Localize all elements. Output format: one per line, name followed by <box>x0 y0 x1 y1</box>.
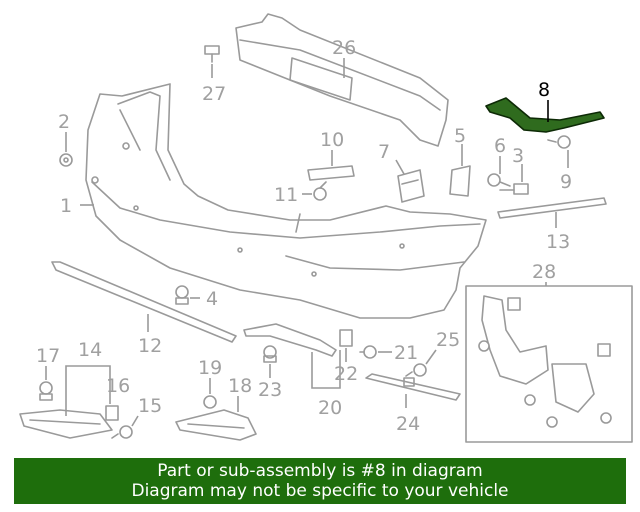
part-4-clip[interactable] <box>175 285 189 305</box>
part-3-bolt[interactable] <box>499 183 529 195</box>
info-banner: Part or sub-assembly is #8 in diagram Di… <box>14 458 626 504</box>
callout-1: 1 <box>60 195 72 217</box>
callout-27: 27 <box>202 83 226 105</box>
part-15-screw[interactable] <box>111 425 133 439</box>
callout-24: 24 <box>396 413 420 435</box>
part-8-bumper-bracket-highlighted[interactable] <box>485 97 605 133</box>
part-21-screw[interactable] <box>359 345 377 359</box>
callout-4: 4 <box>206 288 218 310</box>
callout-16: 16 <box>106 375 130 397</box>
part-10-bracket[interactable] <box>307 165 355 181</box>
part-12-lower-molding[interactable] <box>51 261 237 343</box>
callout-28: 28 <box>532 261 556 283</box>
callout-18: 18 <box>228 375 252 397</box>
part-9-screw[interactable] <box>547 135 571 149</box>
callout-21: 21 <box>394 342 418 364</box>
callout-22: 22 <box>334 363 358 385</box>
part-1-rear-bumper-cover[interactable] <box>85 83 487 319</box>
part-23-clip[interactable] <box>263 345 277 363</box>
banner-line-2: Diagram may not be specific to your vehi… <box>131 481 509 501</box>
part-25-screw[interactable] <box>405 363 427 377</box>
callout-9: 9 <box>560 171 572 193</box>
part-5-bracket[interactable] <box>449 165 471 197</box>
part-28-mudguard-set[interactable] <box>465 285 633 443</box>
part-22-clip[interactable] <box>339 329 353 347</box>
callout-5: 5 <box>454 125 466 147</box>
callout-17: 17 <box>36 345 60 367</box>
callout-25: 25 <box>436 329 460 351</box>
callout-26: 26 <box>332 37 356 59</box>
part-26-reinforcement-beam[interactable] <box>235 13 449 147</box>
callout-19: 19 <box>198 357 222 379</box>
part-6-bolt[interactable] <box>487 173 511 187</box>
part-11-screw[interactable] <box>313 181 327 201</box>
part-19-screw[interactable] <box>203 395 217 409</box>
part-20-bracket[interactable] <box>243 323 337 357</box>
callout-12: 12 <box>138 335 162 357</box>
part-13-garnish[interactable] <box>497 197 607 219</box>
callout-3: 3 <box>512 145 524 167</box>
callout-7: 7 <box>378 141 390 163</box>
part-2-push-clip[interactable] <box>59 153 73 167</box>
callout-8: 8 <box>538 79 550 101</box>
callout-11: 11 <box>274 184 298 206</box>
callout-23: 23 <box>258 379 282 401</box>
callout-13: 13 <box>546 231 570 253</box>
part-17-clip[interactable] <box>39 381 53 401</box>
part-27-clip[interactable] <box>204 45 220 63</box>
part-16-clip[interactable] <box>105 405 119 421</box>
callout-15: 15 <box>138 395 162 417</box>
callout-2: 2 <box>58 111 70 133</box>
part-18-reflector-right[interactable] <box>175 409 257 441</box>
part-14-reflector-left[interactable] <box>19 409 113 439</box>
part-7-bracket[interactable] <box>397 169 425 203</box>
callout-20: 20 <box>318 397 342 419</box>
callout-14: 14 <box>78 339 102 361</box>
part-24-molding[interactable] <box>365 373 461 401</box>
banner-line-1: Part or sub-assembly is #8 in diagram <box>157 461 483 481</box>
callout-6: 6 <box>494 135 506 157</box>
callout-10: 10 <box>320 129 344 151</box>
